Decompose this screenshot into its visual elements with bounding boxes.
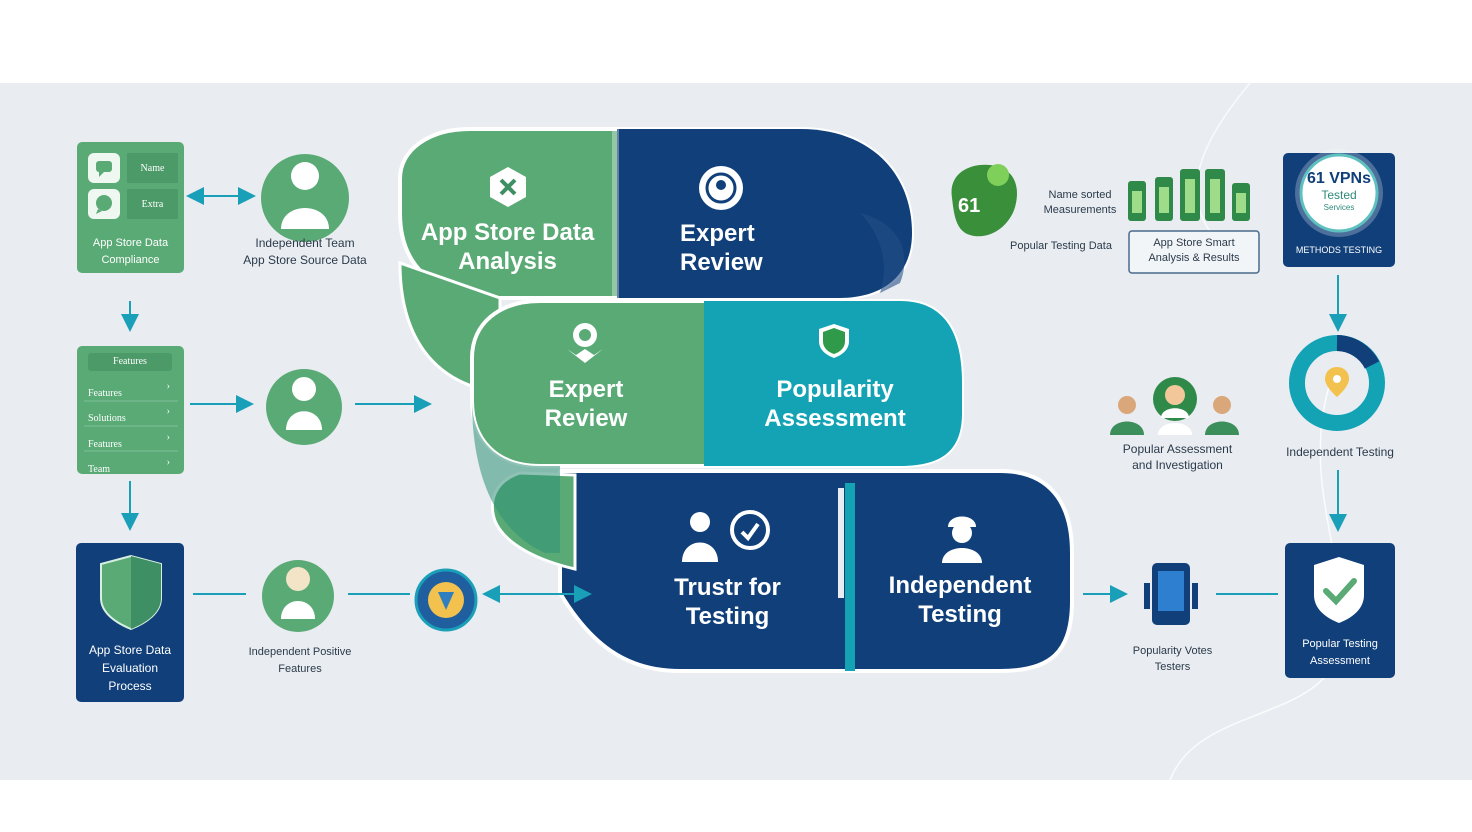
- center-mid-right-line2: Assessment: [764, 405, 906, 432]
- center-bot-right-title: Independent Testing: [870, 571, 1050, 629]
- center-mid-left-title: Expert Review: [500, 375, 672, 433]
- device-caption: Popularity Votes Testers: [1110, 643, 1235, 675]
- box3-caption-line2: Evaluation: [101, 661, 159, 675]
- check-caption: Popular Testing Assessment: [1287, 636, 1393, 670]
- center-mid-left-line2: Review: [544, 405, 628, 432]
- center-mid-left-line1: Expert: [548, 376, 624, 403]
- device-icon: [1144, 563, 1198, 625]
- node1-caption-line2: App Store Source Data: [243, 253, 367, 267]
- center-bot-left-title: Trustr for Testing: [630, 573, 825, 631]
- check-caption-line1: Popular Testing: [1302, 638, 1378, 650]
- smart-analysis-line1: App Store Smart: [1153, 237, 1235, 249]
- box2-row-mark: ›: [166, 406, 170, 417]
- vpn-line1: 61 VPNs: [1306, 170, 1372, 187]
- bar-group-icon: [1128, 169, 1250, 221]
- center-top-left-line1: App Store Data: [420, 219, 595, 246]
- vpn-line3: Services: [1323, 203, 1355, 212]
- vpn-badge-text: 61 VPNs Tested Services: [1289, 169, 1389, 214]
- panel-top: [398, 127, 915, 395]
- tester-icon: [678, 508, 774, 564]
- center-top-right-title: Expert Review: [640, 219, 840, 277]
- smart-analysis-text: App Store Smart Analysis & Results: [1131, 236, 1257, 266]
- badge-number: 61: [958, 195, 981, 217]
- tag-caption-line2: Measurements: [1043, 204, 1117, 216]
- left-box-2: [77, 346, 184, 474]
- seal-icon: [696, 163, 746, 213]
- center-bot-left-line2: Testing: [685, 603, 770, 630]
- box2-row-4: Team ›: [88, 457, 176, 476]
- node-person-2: [266, 369, 342, 445]
- box2-header: Features: [113, 356, 147, 367]
- box1-row2: Extra: [141, 199, 164, 210]
- center-bot-right-line2: Testing: [918, 601, 1002, 628]
- node1-caption-line1: Independent Team: [255, 236, 355, 250]
- bubble-icon: [93, 193, 115, 215]
- box2-row-mark: ›: [166, 457, 170, 468]
- people-caption-line1: Popular Assessment: [1122, 442, 1233, 456]
- box1-caption-line1: App Store Data: [92, 237, 169, 249]
- box3-caption: App Store Data Evaluation Process: [78, 641, 182, 695]
- box3-caption-line3: Process: [108, 679, 152, 693]
- box2-row-mark: ›: [166, 432, 170, 443]
- box2-row-label: Team: [88, 464, 111, 475]
- box2-row-mark: ›: [166, 381, 170, 392]
- node1-caption: Independent Team App Store Source Data: [225, 235, 385, 269]
- node3-caption-line2: Features: [278, 663, 322, 675]
- center-mid-right-title: Popularity Assessment: [735, 375, 935, 433]
- x-badge-icon: [486, 165, 530, 209]
- box2-row-label: Features: [88, 439, 122, 450]
- vpn-line2: Tested: [1321, 188, 1357, 202]
- node3-caption: Independent Positive Features: [225, 644, 375, 678]
- bg-curve: [1195, 83, 1251, 254]
- node3-caption-line1: Independent Positive: [248, 646, 352, 658]
- people-group-icon: [1110, 377, 1239, 435]
- vpn-caption: METHODS TESTING: [1295, 245, 1383, 255]
- box2-row-3: Features ›: [88, 432, 176, 451]
- center-top-left-line2: Analysis: [458, 248, 557, 275]
- center-top-left-title: App Store Data Analysis: [405, 218, 610, 276]
- box2-row-label: Features: [88, 388, 122, 399]
- box1-row1: Name: [140, 163, 165, 174]
- worker-icon: [938, 511, 986, 563]
- box2-row-2: Solutions ›: [88, 406, 176, 425]
- center-bot-right-line1: Independent: [888, 572, 1032, 599]
- device-caption-line1: Popularity Votes: [1132, 645, 1213, 657]
- tag-caption: Name sorted Measurements: [1030, 188, 1130, 218]
- shield-icon: [818, 323, 850, 359]
- box2-row-label: Solutions: [88, 413, 126, 424]
- node-person-3: [262, 560, 334, 632]
- people-caption: Popular Assessment and Investigation: [1095, 441, 1260, 473]
- pin-caption: Independent Testing: [1286, 445, 1394, 459]
- center-bot-left-line1: Trustr for: [674, 574, 781, 601]
- box1-caption: App Store Data Compliance: [79, 235, 182, 269]
- center-mid-right-line1: Popularity: [776, 376, 894, 403]
- chat-icon: [93, 157, 115, 179]
- box3-caption-line1: App Store Data: [88, 643, 172, 657]
- popular-testing-caption: Popular Testing Data: [1010, 240, 1112, 252]
- smart-analysis-line2: Analysis & Results: [1148, 252, 1240, 264]
- laurel-badge-icon: [564, 319, 606, 365]
- diagram-canvas: App Store Data Analysis Expert Review Ex…: [0, 83, 1472, 780]
- check-caption-line2: Assessment: [1310, 655, 1370, 667]
- center-top-right-line1: Expert: [680, 220, 755, 247]
- tag-caption-line1: Name sorted: [1048, 189, 1112, 201]
- box1-caption-line2: Compliance: [101, 254, 160, 266]
- center-top-right-line2: Review: [680, 249, 763, 276]
- people-caption-line2: and Investigation: [1132, 458, 1223, 472]
- smart-analysis-box: [1128, 230, 1260, 274]
- device-caption-line2: Testers: [1154, 661, 1191, 673]
- box2-row-1: Features ›: [88, 381, 176, 400]
